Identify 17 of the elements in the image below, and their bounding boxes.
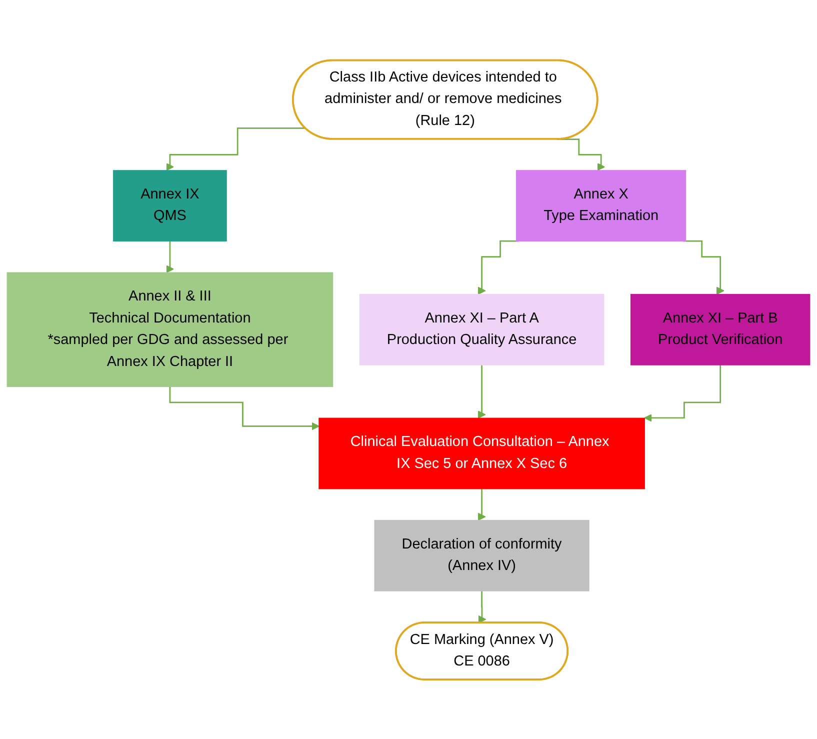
arrow — [478, 364, 486, 418]
arrow — [166, 240, 174, 273]
arrow — [478, 240, 519, 294]
node-box: Clinical Evaluation Consultation – Annex IX Sec 5 or Annex X Sec 6 — [318, 417, 645, 489]
node-box: Annex IX QMS — [113, 170, 227, 242]
arrow — [683, 240, 724, 294]
arrow — [644, 364, 721, 422]
node-box: Annex XI – Part B Product Verification — [630, 294, 810, 365]
node-box: Annex II & III Technical Documentation *sampled per GDG and assessed per Annex IX Chapter II — [6, 272, 334, 387]
node-box: Annex X Type Examination — [516, 170, 686, 242]
arrow — [478, 488, 486, 520]
arrow — [556, 138, 606, 171]
node-box: Declaration of conformity (Annex IV) — [374, 520, 590, 591]
arrow — [166, 127, 306, 171]
arrow — [478, 590, 486, 623]
arrow — [169, 386, 320, 430]
node-box: Annex XI – Part A Production Quality Assurance — [359, 294, 604, 365]
